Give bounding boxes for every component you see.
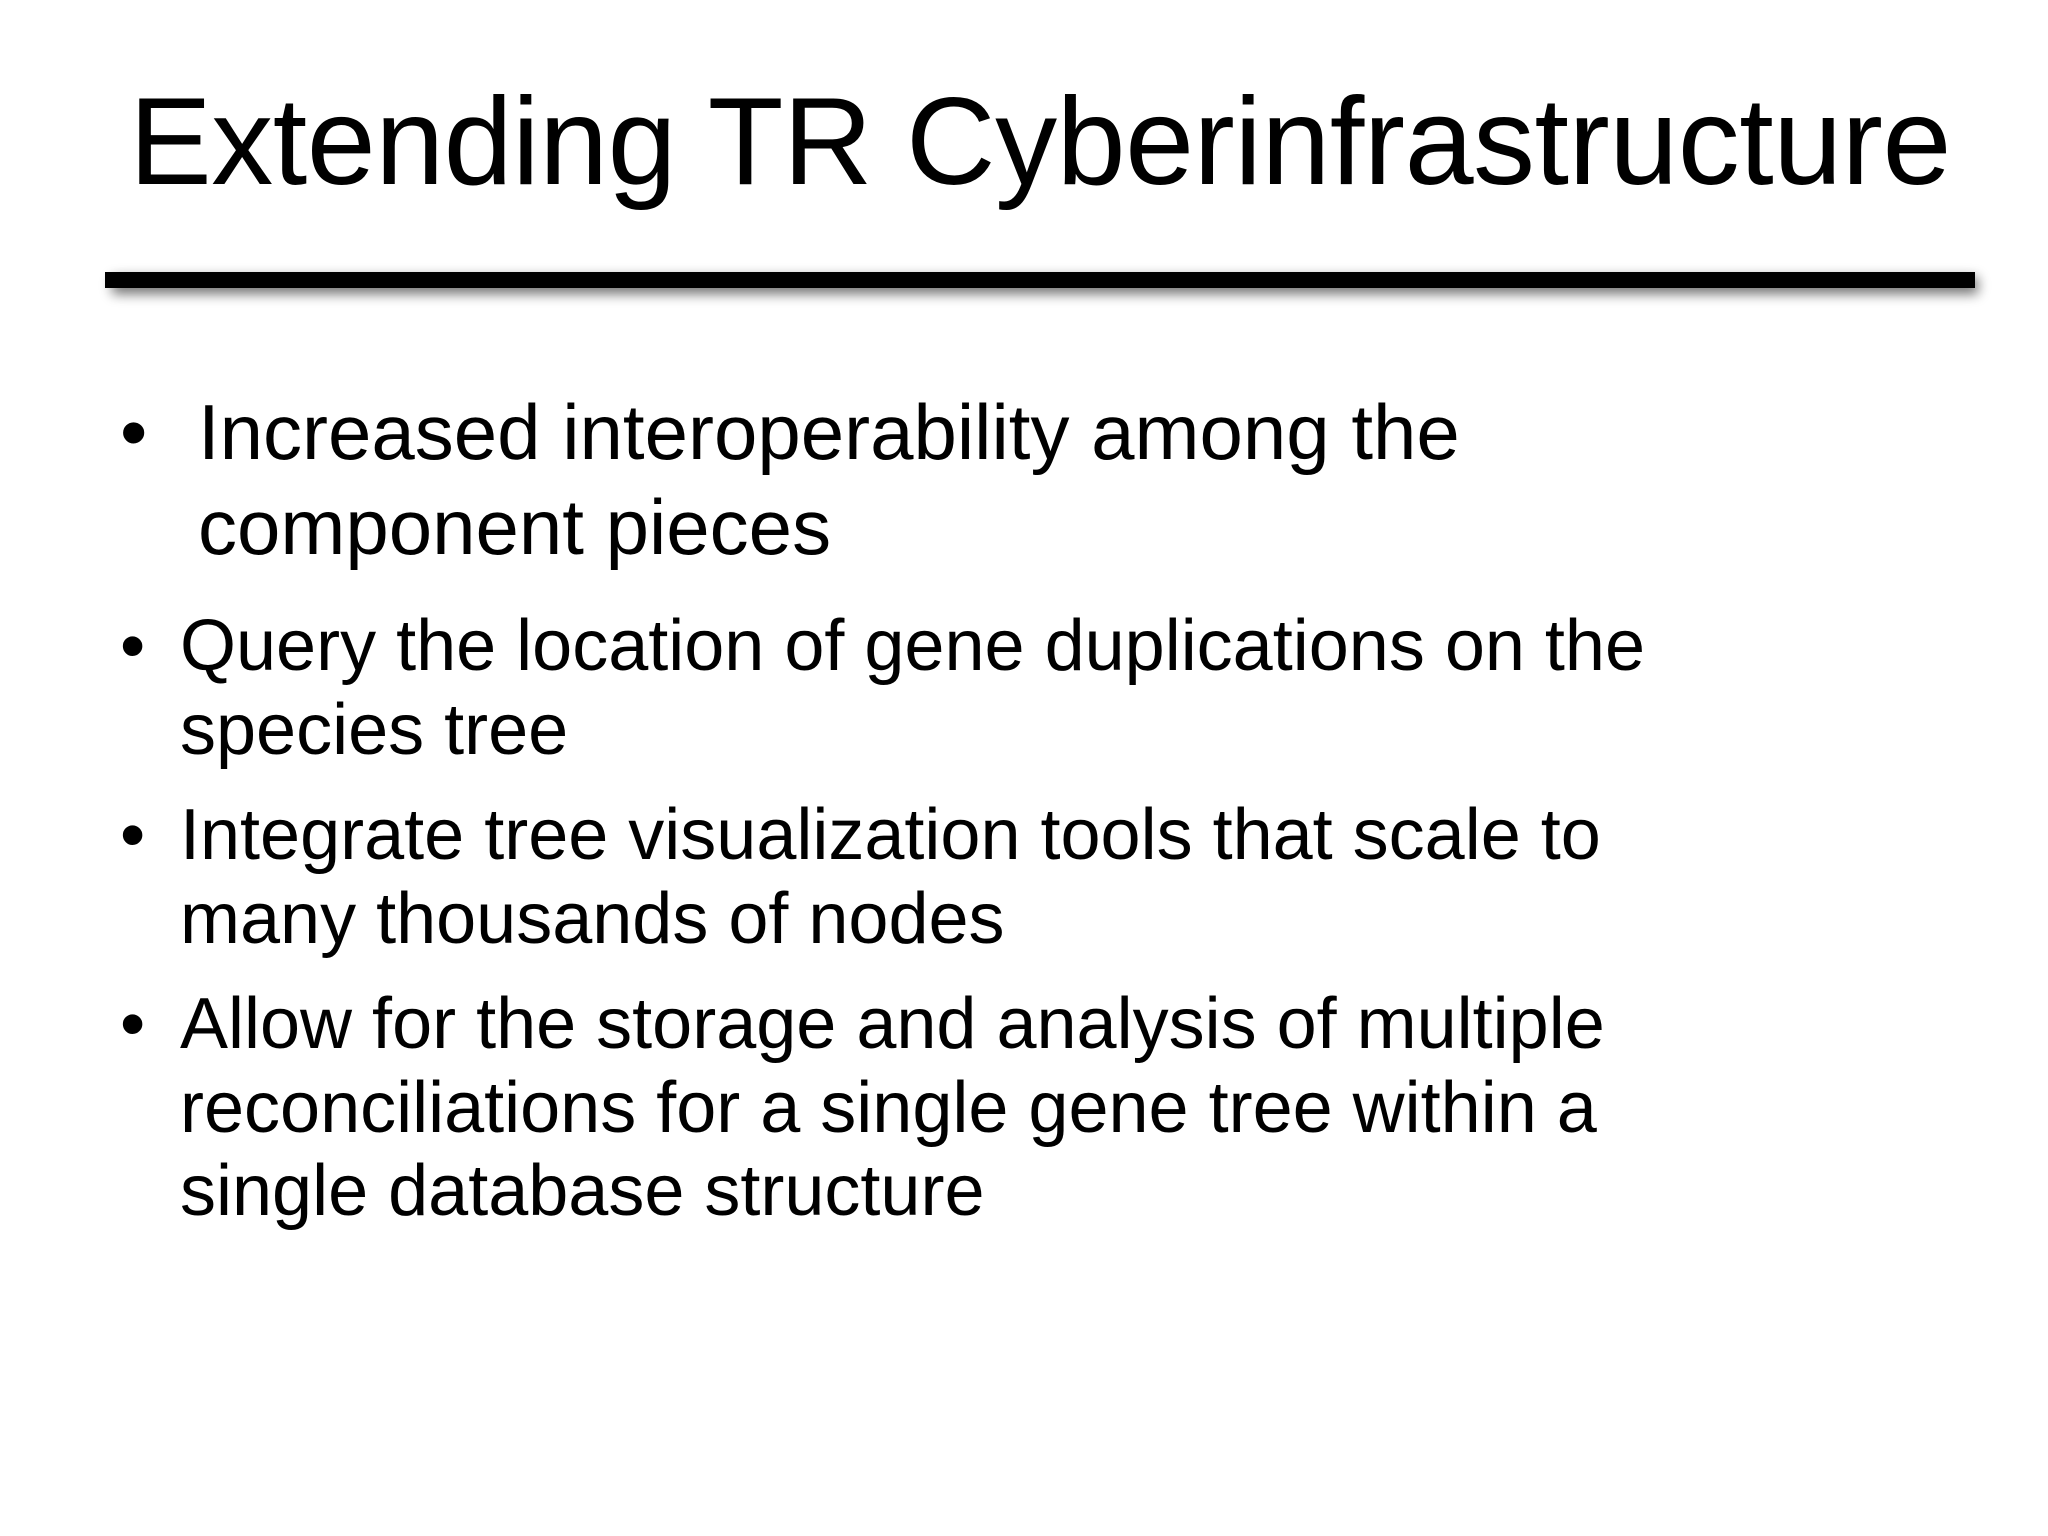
list-item: • Allow for the storage and analysis of … xyxy=(120,983,2000,1234)
list-item: • Increased interoperability among the c… xyxy=(120,385,2000,575)
list-item-text: Increased interoperability among the com… xyxy=(198,388,1460,572)
list-item-text: Integrate tree visualization tools that … xyxy=(180,795,1601,959)
list-item-text: Allow for the storage and analysis of mu… xyxy=(180,984,1605,1232)
bullet-point-icon: • xyxy=(120,606,146,687)
page-title: Extending TR Cyberinfrastructure xyxy=(129,73,1951,211)
title-divider xyxy=(0,268,2048,302)
divider-line xyxy=(105,272,1975,288)
slide-title-container: Extending TR Cyberinfrastructure xyxy=(95,72,1985,212)
list-item: • Integrate tree visualization tools tha… xyxy=(120,794,2000,961)
bullet-point-icon: • xyxy=(120,795,146,876)
slide-body: • Increased interoperability among the c… xyxy=(120,385,2000,1234)
bullet-point-icon: • xyxy=(120,388,148,476)
list-item: • Query the location of gene duplication… xyxy=(120,605,2000,772)
list-item-text: Query the location of gene duplications … xyxy=(180,606,1645,770)
bullet-point-icon: • xyxy=(120,984,146,1065)
